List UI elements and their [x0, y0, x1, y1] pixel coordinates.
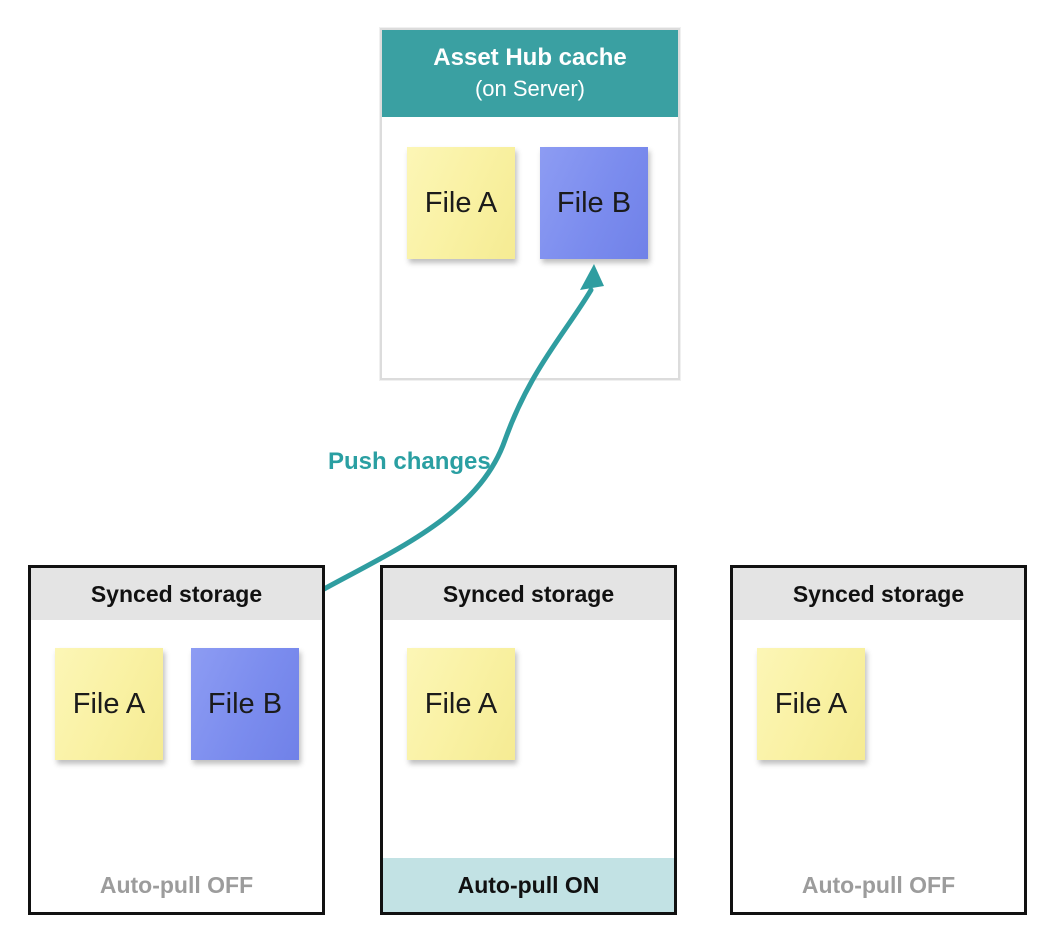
storage-2-autopull-status: Auto-pull ON [383, 858, 674, 912]
storage-1-autopull-status: Auto-pull OFF [99, 872, 254, 898]
asset-hub-title: Asset Hub cache [433, 44, 627, 71]
synced-storage-box-2: Synced storage File A Auto-pull ON [380, 565, 677, 915]
synced-storage-box-3: Synced storage File A Auto-pull OFF [730, 565, 1027, 915]
asset-hub-header: Asset Hub cache (on Server) [382, 30, 678, 118]
push-changes-label: Push changes [328, 448, 491, 475]
storage-2-file-a-label: File A [424, 687, 498, 720]
asset-hub-cache-box: Asset Hub cache (on Server) File A File … [380, 28, 680, 380]
synced-storage-2-title: Synced storage [383, 568, 674, 620]
synced-storage-3-title: Synced storage [733, 568, 1024, 620]
storage-2-file-a-note: File A [407, 648, 515, 760]
storage-1-file-b-label: File B [207, 687, 283, 720]
storage-1-file-b-note: File B [191, 648, 299, 760]
hub-file-a-label: File A [424, 186, 498, 219]
asset-hub-subtitle: (on Server) [474, 76, 586, 102]
hub-file-a-note: File A [407, 147, 515, 260]
synced-storage-1-body: File A File B [31, 620, 322, 760]
storage-1-file-a-note: File A [55, 648, 163, 760]
storage-3-autopull-status: Auto-pull OFF [801, 872, 956, 898]
storage-1-file-a-label: File A [72, 687, 146, 720]
synced-storage-1-title: Synced storage [31, 568, 322, 620]
storage-3-file-a-label: File A [774, 687, 848, 720]
storage-3-file-a-note: File A [757, 648, 865, 760]
synced-storage-box-1: Synced storage File A File B Auto-pull O… [28, 565, 325, 915]
asset-hub-body: File A File B [382, 117, 678, 260]
hub-file-b-note: File B [540, 147, 648, 260]
synced-storage-2-body: File A [383, 620, 674, 760]
hub-file-b-label: File B [556, 186, 632, 219]
synced-storage-3-body: File A [733, 620, 1024, 760]
